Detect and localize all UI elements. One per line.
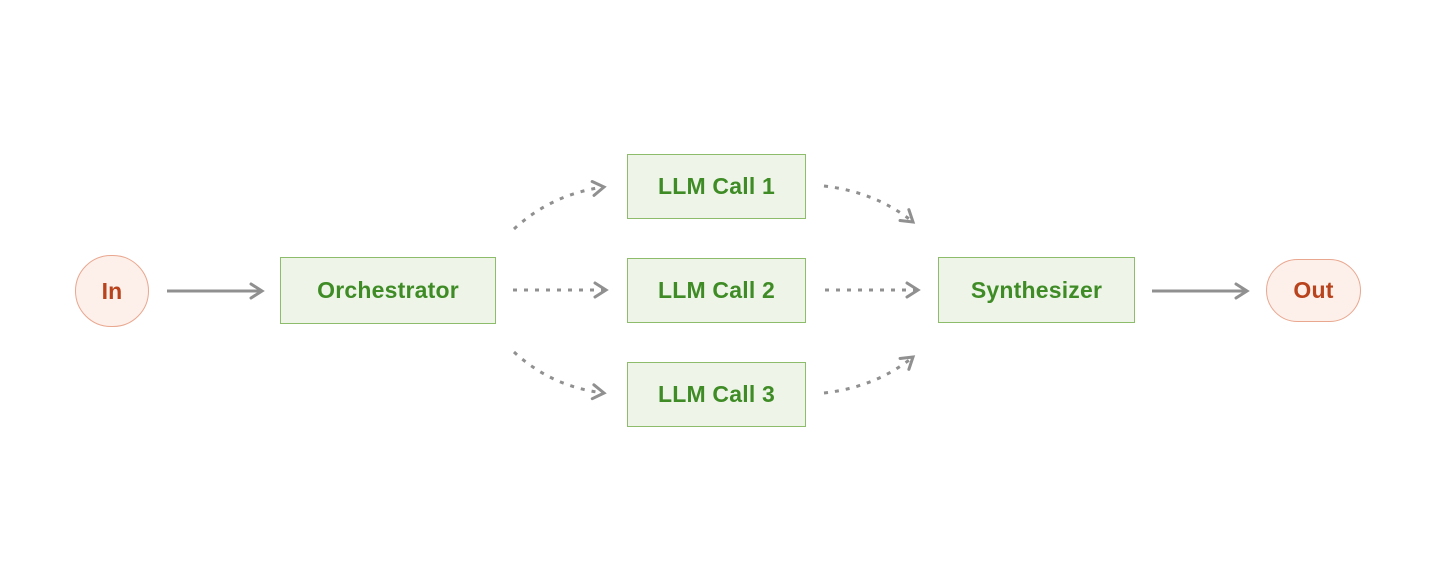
node-llm-call-1-label: LLM Call 1 <box>657 173 775 199</box>
node-llm-call-2-label: LLM Call 2 <box>657 277 775 303</box>
edge-orchestrator-to-llm-call-1 <box>512 180 607 231</box>
node-llm-call-1: LLM Call 1 <box>627 154 806 219</box>
node-synthesizer: Synthesizer <box>938 257 1135 323</box>
edge-llm-call-3-to-synthesizer <box>823 355 916 395</box>
node-out: Out <box>1266 259 1361 322</box>
node-in-label: In <box>101 277 123 304</box>
node-synthesizer-label: Synthesizer <box>970 276 1103 303</box>
node-llm-call-2: LLM Call 2 <box>627 258 806 323</box>
node-llm-call-3-label: LLM Call 3 <box>657 381 775 407</box>
node-out-label: Out <box>1293 277 1334 303</box>
node-in: In <box>75 255 149 327</box>
edge-llm-call-1-to-synthesizer <box>823 184 916 224</box>
edge-orchestrator-to-llm-call-3 <box>512 350 607 401</box>
node-llm-call-3: LLM Call 3 <box>627 362 806 427</box>
node-orchestrator-label: Orchestrator <box>317 277 459 303</box>
node-orchestrator: Orchestrator <box>280 257 496 324</box>
